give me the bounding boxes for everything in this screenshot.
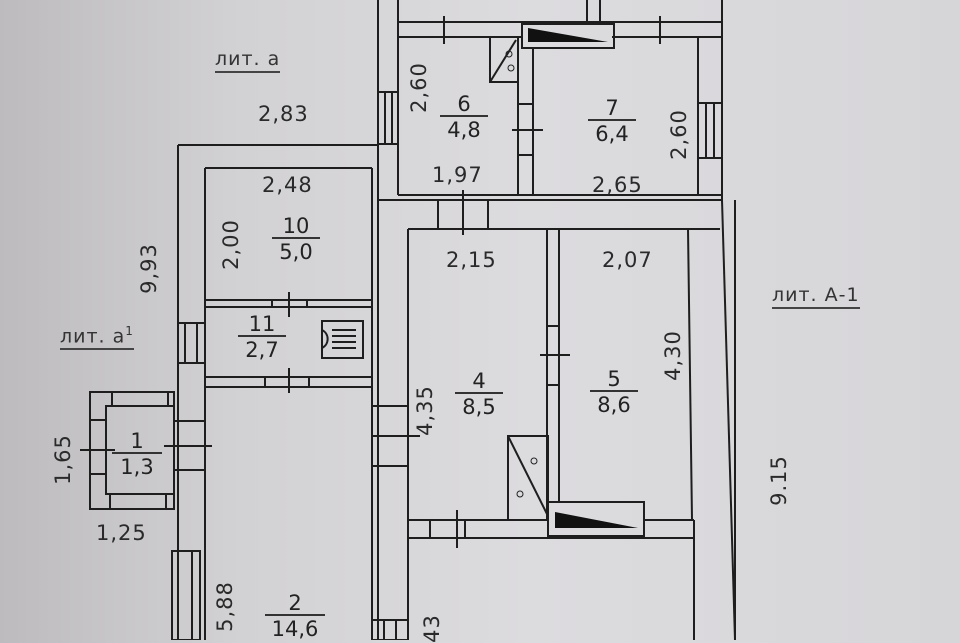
dimension-2-65: 2,65 — [592, 173, 643, 197]
dimension-2-15: 2,15 — [446, 248, 497, 272]
dimension-9-15: 9.15 — [766, 455, 791, 506]
dimension-2-48: 2,48 — [262, 173, 313, 197]
dimension-partial-43: 43 — [419, 614, 444, 643]
dimension-2-07: 2,07 — [602, 248, 653, 272]
dimension-2-60-left: 2,60 — [406, 62, 431, 113]
dimension-5-88: 5,88 — [212, 581, 237, 632]
dimension-2-60-right: 2,60 — [666, 109, 691, 160]
dimension-1-65: 1,65 — [50, 434, 75, 485]
lit-a-label: лит. а — [215, 48, 281, 73]
dimension-2-00: 2,00 — [218, 219, 243, 270]
dimension-1-97: 1,97 — [432, 163, 483, 187]
dimension-2-83: 2,83 — [258, 102, 309, 126]
lit-A1-label: лит. А-1 — [772, 284, 860, 309]
dimension-4-35: 4,35 — [412, 385, 437, 436]
dimension-4-30: 4,30 — [660, 330, 685, 381]
lit-a1-label: лит. а1 — [60, 324, 134, 351]
dimension-1-25: 1,25 — [96, 521, 147, 545]
dimension-9-93: 9,93 — [136, 243, 161, 294]
